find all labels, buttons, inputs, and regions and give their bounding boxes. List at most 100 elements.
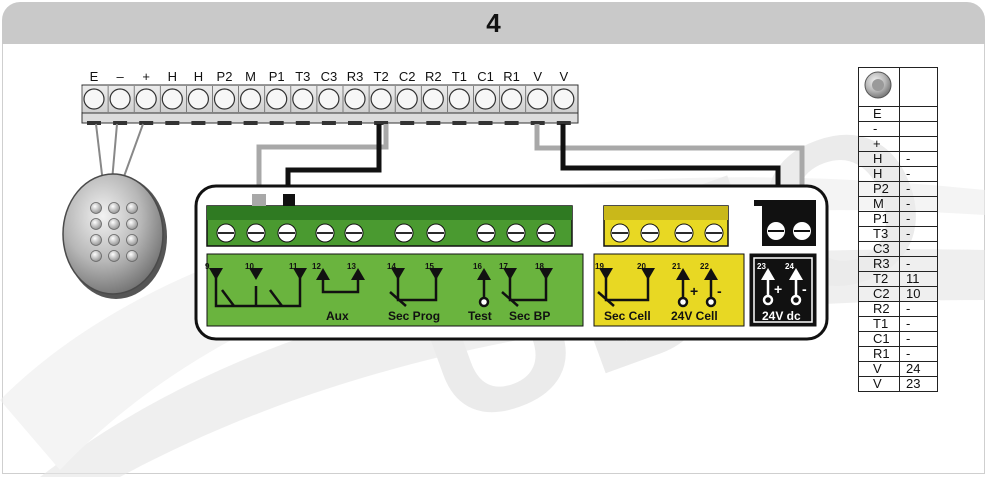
- strip-screw-icon: [396, 88, 418, 110]
- cell-minus-sign: -: [717, 283, 722, 299]
- strip-tab: [295, 121, 310, 125]
- strip-terminal-label: M: [245, 69, 256, 84]
- keypad-device: [62, 123, 167, 299]
- table-connection-cell: [899, 121, 938, 137]
- strip-tab: [348, 121, 362, 125]
- board-terminal-number: 20: [637, 262, 646, 271]
- table-row: +: [858, 136, 938, 152]
- table-connection-cell: 10: [899, 286, 938, 302]
- table-connection-cell: -: [899, 211, 938, 227]
- board-terminal-number: 18: [535, 262, 544, 271]
- strip-screw-icon: [553, 88, 575, 110]
- table-terminal-cell: R2: [858, 301, 900, 317]
- strip-screw-icon: [318, 88, 340, 110]
- terminal-arrow-icon: [789, 268, 803, 280]
- table-row: H-: [858, 151, 938, 167]
- strip-tab: [139, 121, 154, 125]
- table-terminal-cell: T3: [858, 226, 900, 242]
- terminal-arrow-icon: [641, 268, 655, 280]
- keypad-button-icon: [108, 218, 120, 230]
- strip-tab: [165, 121, 180, 125]
- table-connection-cell: [899, 106, 938, 122]
- table-connection-cell: -: [899, 256, 938, 272]
- terminal-arrow-icon: [761, 268, 775, 280]
- board-terminal-number: 15: [425, 262, 434, 271]
- keypad-button-icon: [108, 234, 120, 246]
- table-connection-cell: -: [899, 151, 938, 167]
- table-terminal-cell: V: [858, 376, 900, 392]
- strip-tab: [400, 121, 415, 125]
- table-row: C1-: [858, 331, 938, 347]
- strip-screw-icon: [292, 88, 314, 110]
- terminal-arrow-icon: [539, 268, 553, 280]
- terminal-arrow-icon: [391, 268, 405, 280]
- table-terminal-cell: P2: [858, 181, 900, 197]
- strip-terminal-label: E: [90, 69, 99, 84]
- table-row: H-: [858, 166, 938, 182]
- table-connection-cell: -: [899, 166, 938, 182]
- strip-terminal-label: V: [559, 69, 568, 84]
- dc-minus-sign: -: [802, 281, 807, 297]
- board-terminal-number: 17: [499, 262, 508, 271]
- table-terminal-cell: P1: [858, 211, 900, 227]
- board-terminal-number: 10: [245, 262, 254, 271]
- terminal-arrow-icon: [351, 268, 365, 280]
- table-terminal-cell: E: [858, 106, 900, 122]
- terminal-arrow-icon: [676, 268, 690, 280]
- keypad-button-icon: [126, 202, 138, 214]
- label-sec-bp: Sec BP: [509, 309, 550, 323]
- table-row: P1-: [858, 211, 938, 227]
- terminal-arrow-icon: [249, 268, 263, 280]
- keypad-button-icon: [126, 218, 138, 230]
- board-terminal-number: 9: [205, 262, 210, 271]
- table-row: -: [858, 121, 938, 137]
- table-terminal-cell: R3: [858, 256, 900, 272]
- header-bar: 4: [2, 2, 985, 44]
- strip-tab: [504, 121, 519, 125]
- keypad-button-icon: [126, 234, 138, 246]
- strip-terminal-label: +: [142, 69, 150, 84]
- strip-tab: [452, 121, 467, 125]
- table-connection-cell: -: [899, 196, 938, 212]
- table-connection-cell: 24: [899, 361, 938, 377]
- strip-screw-icon: [213, 88, 236, 110]
- terminal-arrow-icon: [293, 268, 307, 280]
- table-row: T1-: [858, 316, 938, 332]
- terminal-arrow-icon: [429, 268, 443, 280]
- board-terminal-number: 22: [700, 262, 709, 271]
- table-row: R3-: [858, 256, 938, 272]
- table-connection-cell: -: [899, 346, 938, 362]
- terminal-arrow-icon: [316, 268, 330, 280]
- strip-tab: [243, 121, 258, 125]
- label-24v-dc: 24V dc: [762, 309, 801, 323]
- strip-screw-icon: [109, 88, 131, 110]
- board-terminal-number: 11: [289, 262, 298, 271]
- table-terminal-cell: C3: [858, 241, 900, 257]
- strip-screw-icon: [240, 88, 262, 110]
- strip-terminal-label: P1: [269, 69, 285, 84]
- strip-tab: [269, 121, 284, 125]
- table-header-icon-cell: [858, 67, 900, 107]
- table-terminal-cell: C1: [858, 331, 900, 347]
- board-terminal-number: 13: [347, 262, 356, 271]
- strip-tab: [321, 121, 336, 125]
- strip-screw-icon: [83, 88, 105, 110]
- board-terminal-number: 16: [473, 262, 482, 271]
- table-row: E: [858, 106, 938, 122]
- table-terminal-cell: +: [858, 136, 900, 152]
- strip-screw-icon: [501, 88, 523, 110]
- strip-tab: [113, 121, 128, 125]
- strip-screw-icon: [161, 88, 183, 110]
- terminal-arrow-icon: [209, 268, 223, 280]
- table-row: R1-: [858, 346, 938, 362]
- strip-terminal-label: R2: [425, 69, 442, 84]
- keypad-button-icon: [90, 234, 102, 246]
- table-terminal-cell: V: [858, 361, 900, 377]
